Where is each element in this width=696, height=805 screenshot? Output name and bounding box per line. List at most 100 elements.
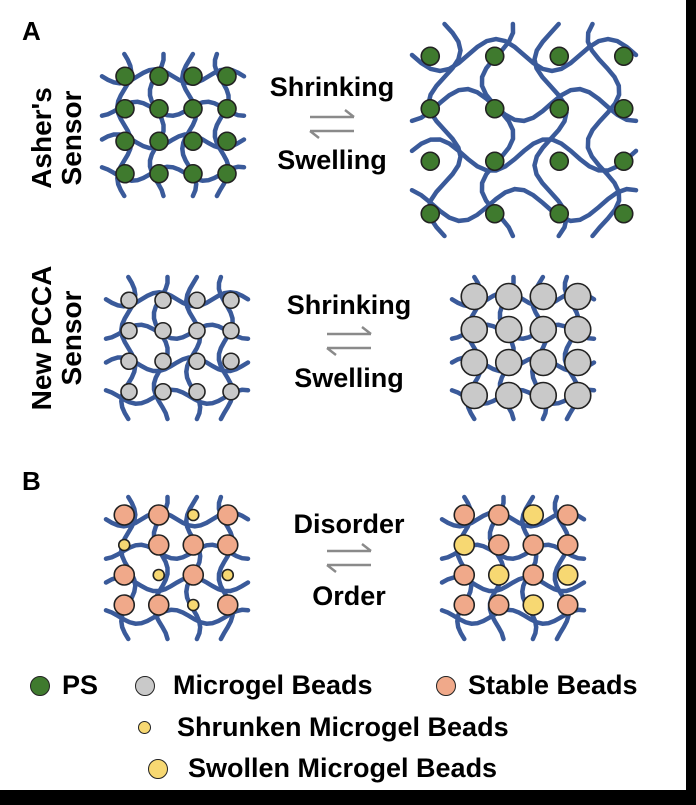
polymer-strand <box>409 36 639 74</box>
legend-stable-label: Stable Beads <box>468 670 638 700</box>
microgel-bead <box>494 282 523 311</box>
ps-bead <box>549 46 570 67</box>
legend-swollen: Swollen Microgel Beads <box>148 755 497 782</box>
ps-bead <box>484 151 505 172</box>
ps-bead <box>183 131 203 152</box>
equilibrium-arrow-line <box>327 543 372 553</box>
equilibrium-arrow-line <box>309 129 354 139</box>
panel-a-letter: A <box>22 16 41 46</box>
ps-bead <box>217 163 237 184</box>
equilibrium-arrow-line <box>310 109 355 119</box>
microgel-bead <box>563 282 592 311</box>
ps-bead <box>420 46 441 67</box>
pcca-sensor-label-line1: New PCCA <box>26 265 57 411</box>
b-right-bead <box>556 564 579 586</box>
b-right-bead <box>522 564 545 586</box>
b-right-bead <box>522 534 545 556</box>
microgel-bead <box>222 352 240 371</box>
microgel-bead <box>563 315 592 344</box>
microgel-bead <box>460 282 489 311</box>
b-left-bead <box>147 534 170 556</box>
b-right-bead <box>556 534 579 556</box>
ps-bead <box>183 163 203 184</box>
ps-bead <box>613 203 634 224</box>
pcca-sensor-label: New PCCA Sensor <box>26 265 87 411</box>
microgel-bead <box>563 381 592 410</box>
b-left-bead <box>216 534 239 556</box>
ps-bead <box>484 46 505 67</box>
shrunken-swatch-icon <box>138 721 151 734</box>
b-left-bead <box>117 538 131 552</box>
b-right-bead <box>487 594 510 616</box>
b-left-bead <box>113 504 136 526</box>
ps-bead <box>149 98 169 119</box>
microgel-bead <box>494 315 523 344</box>
microgel-bead <box>529 282 558 311</box>
polymer-strand <box>532 21 569 239</box>
microgel-bead <box>222 321 240 340</box>
order-label: Order <box>312 581 386 611</box>
b-left-bead <box>216 594 239 616</box>
polymer-strand <box>409 186 639 224</box>
ps-bead <box>115 66 135 87</box>
b-right-bead <box>453 594 476 616</box>
ps-bead <box>183 66 203 87</box>
ps-bead <box>217 98 237 119</box>
ps-swatch-icon <box>30 675 50 696</box>
polymer-strand <box>409 86 639 124</box>
microgel-bead <box>188 291 206 310</box>
b-right-bead <box>453 534 476 556</box>
microgel-bead <box>154 291 172 310</box>
microgel-bead <box>563 348 592 377</box>
b-left-bead <box>147 594 170 616</box>
b-left-bead <box>147 504 170 526</box>
microgel-bead <box>120 352 138 371</box>
microgel-bead <box>188 352 206 371</box>
b-left-bead <box>113 564 136 586</box>
ps-bead <box>613 46 634 67</box>
b-right-bead <box>487 534 510 556</box>
microgel-bead <box>120 291 138 310</box>
b-left-bead <box>182 564 205 586</box>
ps-bead <box>217 66 237 87</box>
microgel-bead <box>154 382 172 401</box>
microgel-bead <box>529 348 558 377</box>
microgel-bead <box>120 382 138 401</box>
ps-bead <box>183 98 203 119</box>
polymer-strand <box>409 137 639 173</box>
polymer-strand <box>585 21 622 239</box>
b-right-bead <box>453 564 476 586</box>
asher-sensor-label-line1: Asher's <box>26 87 57 189</box>
ps-bead <box>217 131 237 152</box>
microgel-bead <box>460 315 489 344</box>
asher-sensor-label-line2: Sensor <box>56 90 87 186</box>
ps-bead <box>549 98 570 119</box>
polymer-strand <box>439 607 587 626</box>
microgel-swatch-icon <box>135 675 155 696</box>
ps-bead <box>115 98 135 119</box>
legend-shrunken-label: Shrunken Microgel Beads <box>177 712 509 742</box>
asher-swelling-label: Swelling <box>277 145 387 175</box>
microgel-bead <box>529 315 558 344</box>
pcca-sensor-label-line2: Sensor <box>56 290 87 386</box>
b-right-bead <box>487 564 510 586</box>
ps-bead <box>420 151 441 172</box>
equilibrium-arrow-line <box>326 563 371 573</box>
pcca-shrinking-label: Shrinking <box>286 290 412 320</box>
legend-shrunken: Shrunken Microgel Beads <box>138 714 509 741</box>
microgel-bead <box>188 382 206 401</box>
pcca-swelling-label: Swelling <box>294 363 404 393</box>
microgel-bead <box>222 291 240 310</box>
polymer-strand <box>103 387 251 406</box>
b-left-bead <box>152 568 166 582</box>
ps-bead <box>420 98 441 119</box>
polymer-strand <box>103 607 251 626</box>
stable-swatch-icon <box>436 675 456 696</box>
ps-bead <box>549 203 570 224</box>
microgel-bead <box>222 382 240 401</box>
legend-ps-label: PS <box>62 670 99 700</box>
ps-bead <box>149 66 169 87</box>
legend-microgel: Microgel Beads <box>135 672 373 699</box>
microgel-bead <box>494 348 523 377</box>
legend-stable: Stable Beads <box>436 672 638 699</box>
